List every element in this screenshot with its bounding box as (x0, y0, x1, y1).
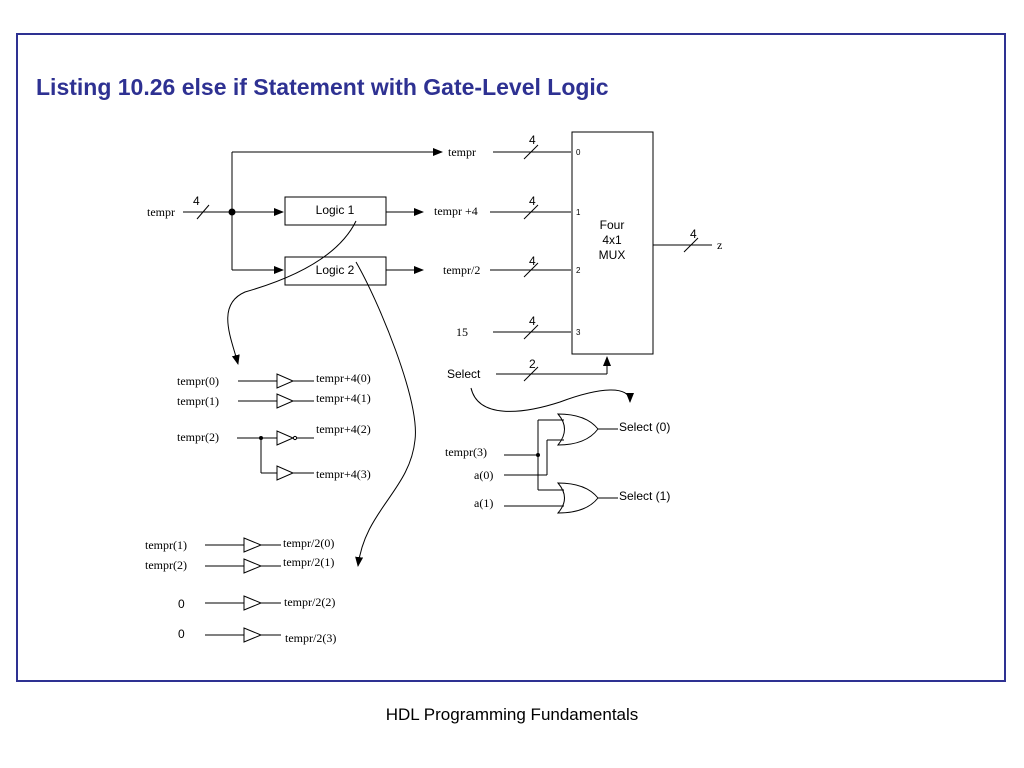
buffer-output-label: tempr+4(2) (316, 422, 371, 436)
buffer-gate (243, 595, 263, 611)
or-gate (556, 413, 599, 446)
buffer-row: tempr(1) tempr/2(0) (145, 536, 334, 553)
plus4-logic: tempr(0) tempr+4(0) tempr(1) tempr+4(1) … (177, 371, 371, 481)
select-input-label: a(0) (474, 468, 493, 482)
buffer-input-label: tempr(2) (145, 558, 187, 572)
buffer-row: 0 tempr/2(2) (178, 595, 335, 611)
input-label: tempr (147, 205, 175, 219)
buffer-output-label: tempr+4(3) (316, 467, 371, 481)
mux-block: 0 1 2 3 Four 4x1 MUX 4 z (571, 131, 722, 355)
mux-port-label: 3 (576, 328, 581, 337)
buffer-row: tempr(2) tempr/2(1) (145, 555, 334, 574)
bus-width-label: 4 (529, 314, 536, 328)
buffer-row: 0 tempr/2(3) (178, 627, 336, 645)
select-expand-arrow (470, 387, 634, 412)
buffer-row: tempr(0) tempr+4(0) (177, 371, 371, 389)
bus-slash (523, 366, 539, 382)
bus-slash (523, 204, 539, 220)
buffer-row: tempr(2) tempr+4(2) (177, 422, 371, 446)
slide-footer: HDL Programming Fundamentals (385, 705, 639, 724)
buffer-output-label: tempr+4(1) (316, 391, 371, 405)
buffer-output-label: tempr+4(0) (316, 371, 371, 385)
mux-input-2: tempr/2 4 (443, 254, 571, 278)
input-width-label: 4 (193, 194, 200, 208)
logic1-expand-arrow (227, 220, 357, 365)
buffer-gate (276, 373, 295, 389)
mux-input-label: tempr (448, 145, 476, 159)
buffer-output-label: tempr/2(0) (283, 536, 334, 550)
bus-slash (196, 204, 210, 220)
mux-input-label: 15 (456, 325, 468, 339)
bus-width-label: 2 (529, 357, 536, 371)
select-input-label: tempr(3) (445, 445, 487, 459)
mux-input-label: tempr/2 (443, 263, 480, 277)
input-section: tempr 4 (147, 148, 443, 274)
inverter-bubble (292, 435, 298, 441)
mux-port-label: 2 (576, 266, 581, 275)
buffer-input-label: tempr(1) (145, 538, 187, 552)
logic2-expand-arrow (355, 261, 416, 567)
logic1-block: Logic 1 (284, 196, 424, 226)
select-output-label: Select (1) (619, 489, 670, 503)
buffer-gate (276, 393, 295, 409)
buffer-input-label: tempr(1) (177, 394, 219, 408)
bus-slash (683, 237, 699, 253)
mux-output-label: z (717, 238, 722, 252)
bus-slash (523, 324, 539, 340)
select-label: Select (447, 367, 481, 381)
select-input-label: a(1) (474, 496, 493, 510)
bus-slash (523, 262, 539, 278)
mux-input-1: tempr +4 4 (434, 194, 571, 220)
mux-port-label: 1 (576, 208, 581, 217)
logic2-block: Logic 2 (284, 256, 424, 286)
select-output-label: Select (0) (619, 420, 670, 434)
select-logic: tempr(3) a(0) a(1) Select (0) Select (1) (445, 413, 670, 514)
mux-port-label: 0 (576, 148, 581, 157)
bus-width-label: 4 (529, 133, 536, 147)
or-gate (556, 482, 599, 514)
mux-title-line: MUX (599, 248, 626, 262)
buffer-gate (276, 465, 295, 481)
buffer-gate (243, 537, 263, 553)
buffer-gate (243, 627, 263, 643)
buffer-input-label: 0 (178, 597, 185, 611)
bus-width-label: 4 (690, 227, 697, 241)
buffer-output-label: tempr/2(2) (284, 595, 335, 609)
buffer-input-label: 0 (178, 627, 185, 641)
buffer-input-label: tempr(2) (177, 430, 219, 444)
slide-frame (16, 33, 1006, 682)
logic2-label: Logic 2 (316, 263, 355, 277)
buffer-gate (243, 558, 263, 574)
bus-width-label: 4 (529, 254, 536, 268)
bus-slash (523, 144, 539, 160)
buffer-gate (276, 430, 295, 446)
mux-title-line: 4x1 (602, 233, 622, 247)
buffer-row: tempr(1) tempr+4(1) (177, 391, 371, 409)
buffer-output-label: tempr/2(1) (283, 555, 334, 569)
select-input: Select 2 (447, 356, 611, 382)
buffer-row: tempr+4(3) (260, 438, 371, 481)
buffer-input-label: tempr(0) (177, 374, 219, 388)
bus-width-label: 4 (529, 194, 536, 208)
slide-title: Listing 10.26 else if Statement with Gat… (36, 74, 609, 100)
buffer-output-label: tempr/2(3) (285, 631, 336, 645)
mux-input-3: 15 4 (456, 314, 571, 340)
mux-input-label: tempr +4 (434, 204, 478, 218)
mux-input-0: tempr 4 (448, 133, 571, 160)
div2-logic: tempr(1) tempr/2(0) tempr(2) tempr/2(1) … (145, 536, 336, 645)
mux-title-line: Four (600, 218, 625, 232)
logic1-label: Logic 1 (316, 203, 355, 217)
